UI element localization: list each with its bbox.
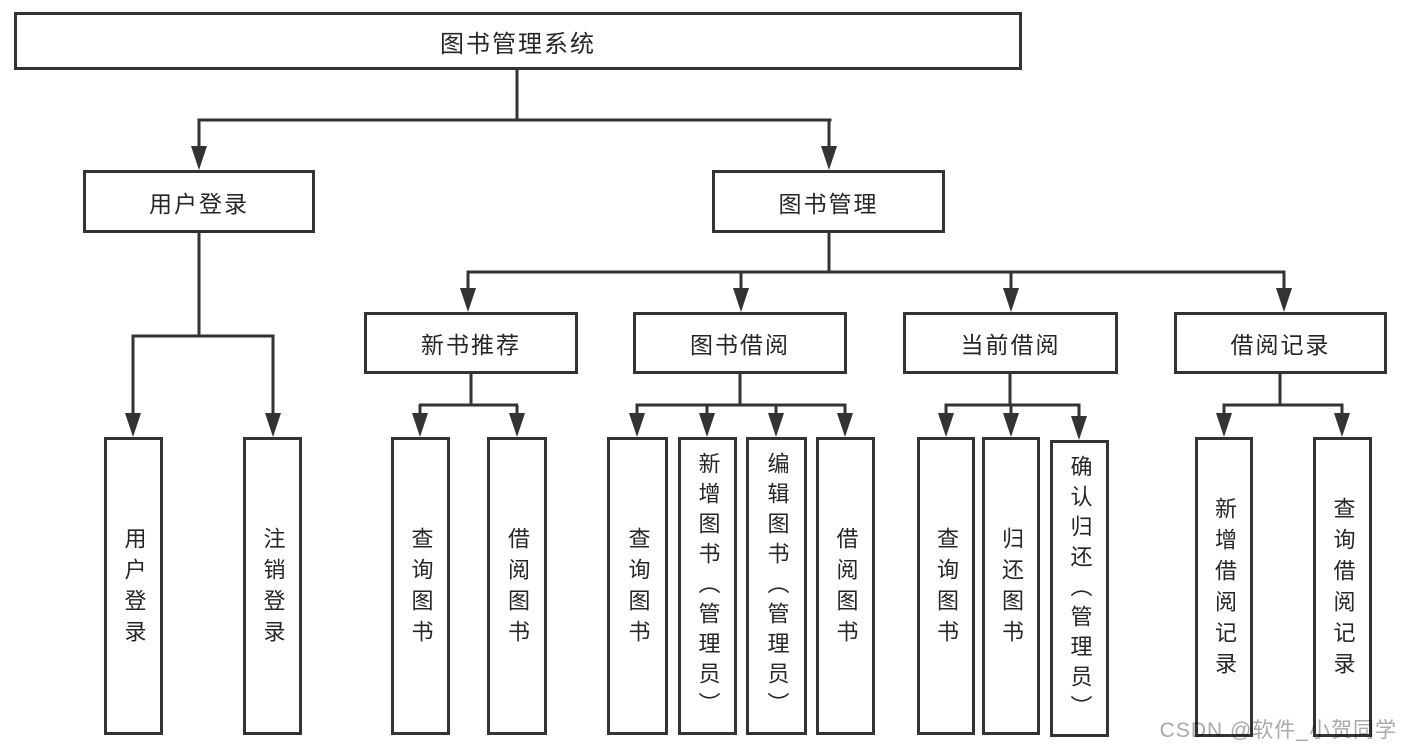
node-borrowing-records: 借阅记录 xyxy=(1174,312,1387,374)
leaf-borrow-edit-books-admin: 编辑图书（管理员） xyxy=(746,437,807,735)
leaf-current-return-books: 归还图书 xyxy=(982,437,1040,735)
node-new-book-recommendation: 新书推荐 xyxy=(364,312,578,374)
leaf-records-query-borrow-record: 查询借阅记录 xyxy=(1313,437,1372,737)
leaf-borrow-add-books-admin: 新增图书（管理员） xyxy=(678,437,737,735)
node-user-login: 用户登录 xyxy=(83,170,315,233)
leaf-user-login: 用户登录 xyxy=(104,437,163,735)
node-current-borrowing: 当前借阅 xyxy=(903,312,1118,374)
node-book-management-system: 图书管理系统 xyxy=(14,12,1022,70)
leaf-logout: 注销登录 xyxy=(243,437,302,735)
node-book-management: 图书管理 xyxy=(712,170,945,233)
node-book-borrowing: 图书借阅 xyxy=(633,312,847,374)
leaf-newbook-query-books: 查询图书 xyxy=(391,437,450,735)
leaf-records-add-borrow-record: 新增借阅记录 xyxy=(1195,437,1253,737)
leaf-borrow-borrow-books: 借阅图书 xyxy=(816,437,875,735)
leaf-current-query-books: 查询图书 xyxy=(917,437,975,735)
leaf-newbook-borrow-books: 借阅图书 xyxy=(487,437,547,735)
leaf-borrow-query-books: 查询图书 xyxy=(607,437,668,735)
csdn-watermark: CSDN @软件_小贺同学 xyxy=(1159,719,1397,742)
leaf-current-confirm-return-admin: 确认归还（管理员） xyxy=(1050,440,1109,737)
